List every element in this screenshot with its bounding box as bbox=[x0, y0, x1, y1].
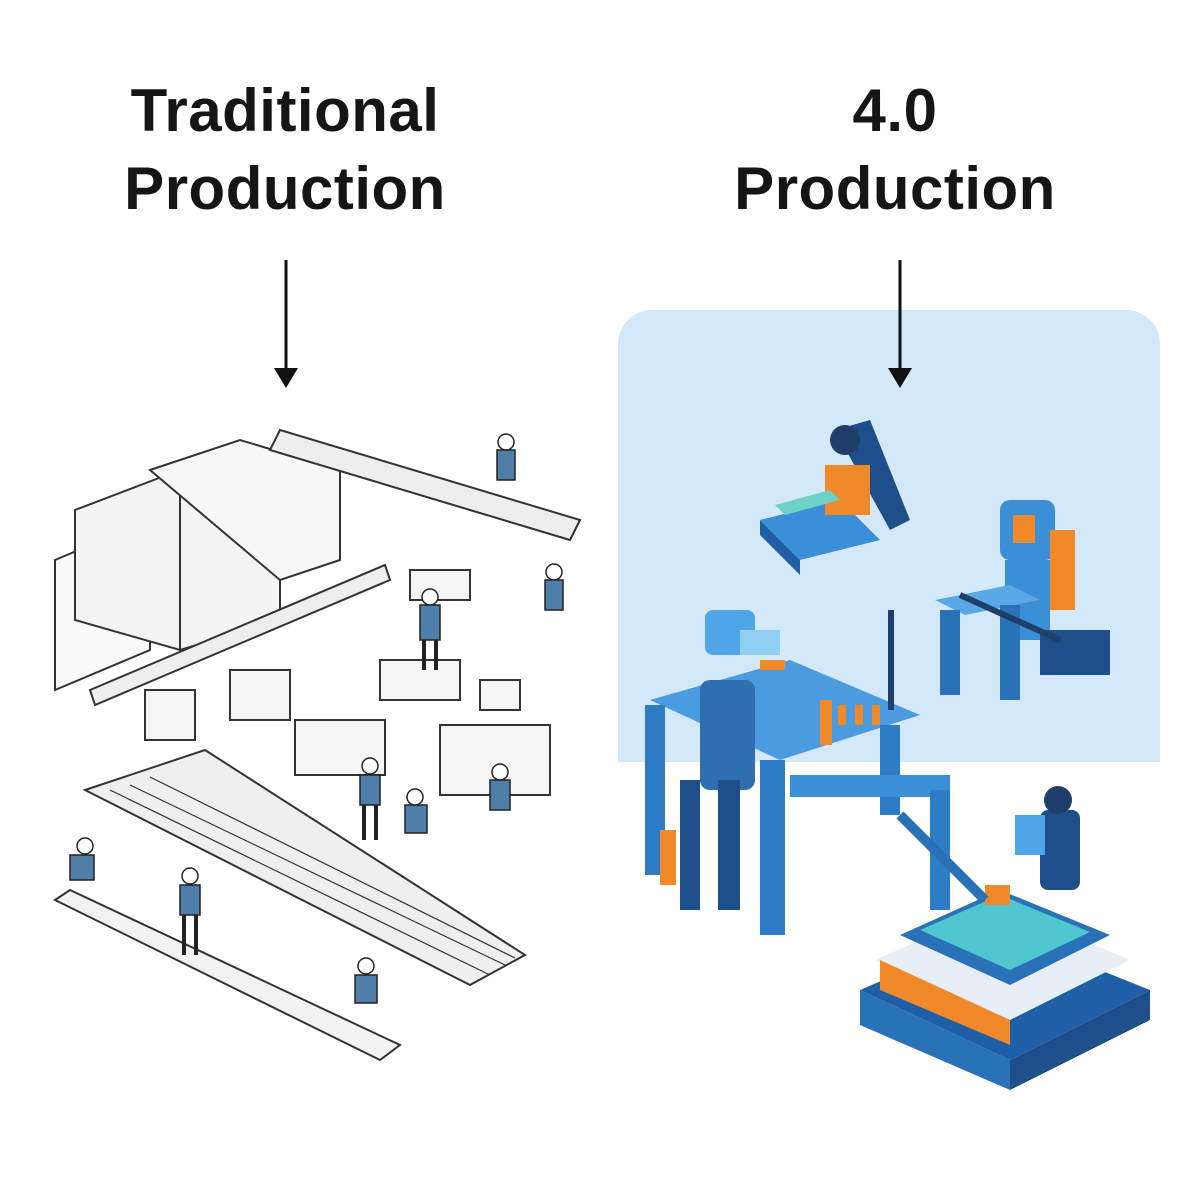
title-line: Production bbox=[734, 155, 1056, 222]
worker-figures bbox=[69, 433, 564, 1004]
industry-4-production-title: 4.0 Production bbox=[670, 72, 1120, 228]
down-arrow-icon bbox=[274, 260, 298, 388]
traditional-production-title: Traditional Production bbox=[60, 72, 510, 228]
industry-4-illustration bbox=[645, 420, 1150, 1090]
title-line: Traditional bbox=[130, 77, 440, 144]
down-arrow-icon bbox=[888, 260, 912, 388]
traditional-factory-sketch bbox=[53, 428, 582, 1062]
title-line: Production bbox=[124, 155, 446, 222]
title-line: 4.0 bbox=[852, 77, 938, 144]
